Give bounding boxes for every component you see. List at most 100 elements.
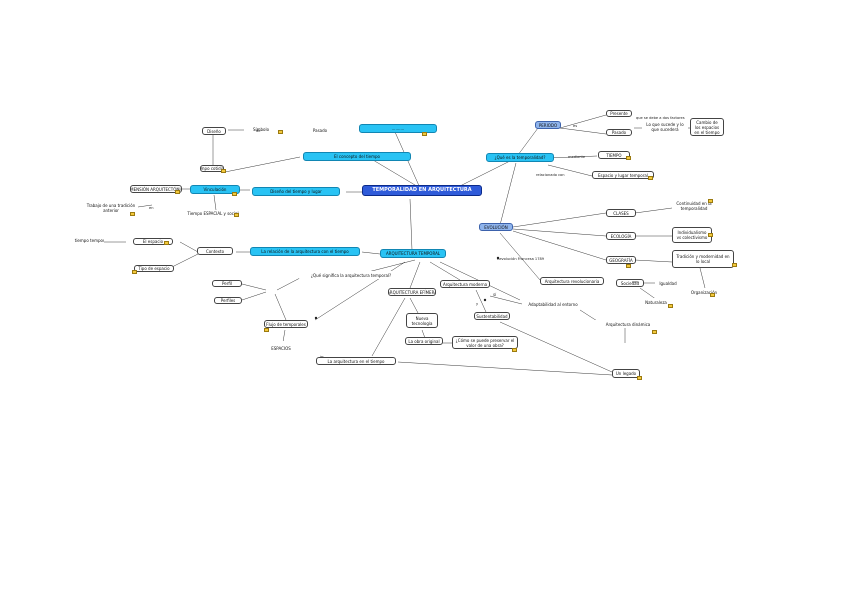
node-dimension[interactable]: DIMENSIÓN ARQUITECTÓNICA [130, 185, 182, 193]
edge [372, 159, 421, 189]
node-perfiles[interactable]: Perfiles [214, 297, 242, 304]
edge [459, 159, 513, 187]
node-sustentabilidad[interactable]: Sustentabilidad [474, 312, 510, 320]
node-trabajo[interactable]: Trabajo de una tradición anterior [84, 202, 138, 214]
node-clases[interactable]: CLASES [606, 209, 636, 217]
node-cambio[interactable]: Cambio de los espacios en el tiempo [690, 118, 724, 136]
node-arq-temporal[interactable]: ARQUITECTURA TEMPORAL [380, 249, 446, 258]
edge [179, 241, 199, 253]
edge-junction [496, 256, 500, 260]
resource-icon[interactable] [130, 212, 135, 216]
node-que-significa[interactable]: ¿Qué significa la arquitectura temporal? [298, 271, 404, 279]
node-organizacion[interactable]: Organización [688, 288, 720, 296]
node-pasado[interactable]: Pasado [290, 126, 350, 134]
resource-icon[interactable] [175, 190, 180, 194]
node-por-que[interactable]: Lo que sucede y lo que sucederá [642, 120, 688, 134]
node-diseño[interactable]: Diseño [202, 127, 226, 135]
node-relacion[interactable]: La relación de la arquitectura con el ti… [250, 247, 360, 256]
central-concept-node[interactable]: TEMPORALIDAD EN ARQUITECTURA [362, 185, 482, 196]
node-flujo[interactable]: Flujo de temporales [264, 320, 308, 328]
node-presente[interactable]: Presente [606, 110, 632, 117]
node-nueva-tecnologia[interactable]: Nueva tecnología [406, 313, 438, 328]
edge-junction [483, 298, 487, 302]
link-label: en [149, 206, 154, 210]
edge [421, 329, 426, 339]
resource-icon[interactable] [648, 176, 653, 180]
node-espacios[interactable]: ESPACIOS [258, 341, 304, 355]
node-la-obra[interactable]: La obra original [405, 337, 443, 345]
resource-icon[interactable] [708, 233, 713, 237]
resource-icon[interactable] [626, 156, 631, 160]
edge [409, 261, 421, 289]
node-adaptabilidad[interactable]: Adaptabilidad al entorno [522, 300, 584, 308]
node-como-se[interactable]: ¿Cómo se puede preservar el valor de una… [452, 336, 518, 349]
node-sociedad[interactable]: Sociedad [616, 279, 644, 287]
node-continuidad[interactable]: Continuidad en la temporalidad [672, 196, 716, 216]
node-el-espacio[interactable]: El espacio [133, 238, 173, 245]
edge [397, 361, 613, 376]
resource-icon[interactable] [234, 213, 239, 217]
link-label: es [573, 124, 578, 128]
edge [276, 277, 301, 291]
node-un-legado[interactable]: Un legado [612, 369, 640, 378]
node-perfil[interactable]: Perfil [212, 280, 242, 287]
node-ecologia[interactable]: ECOLOGÍA [606, 232, 636, 240]
edge [409, 297, 419, 314]
node-arq-dinamica[interactable]: Arquitectura dinámica [592, 320, 664, 328]
edge [224, 156, 301, 173]
node-que-es[interactable]: ¿Qué es la temporalidad? [486, 153, 554, 162]
node-naturaleza[interactable]: Naturaleza [642, 298, 670, 306]
edge [547, 155, 598, 159]
resource-icon[interactable] [710, 293, 715, 297]
node-arq-efimera[interactable]: ARQUITECTURA EFÍMERA [388, 288, 436, 296]
resource-icon[interactable] [652, 330, 657, 334]
edge [512, 230, 607, 261]
node-tiempo-lugar[interactable]: Diseño del tiempo y lugar [252, 187, 340, 196]
node-el-concepto[interactable]: El concepto del tiempo [303, 152, 411, 161]
node-tiempo-social[interactable]: Tiempo ESPACIAL y social [184, 210, 242, 217]
node-tiempo-box[interactable]: TIEMPO [598, 151, 630, 159]
node-evolucion[interactable]: EVOLUCIÓN [479, 223, 513, 231]
resource-icon[interactable] [164, 241, 169, 245]
node-la-arq-en-el-tiempo[interactable]: La arquitectura en el tiempo [316, 357, 396, 365]
resource-icon[interactable] [732, 263, 737, 267]
node-pasado-r[interactable]: Pasado [606, 129, 632, 136]
resource-icon[interactable] [132, 270, 137, 274]
resource-icon[interactable] [512, 348, 517, 352]
resource-icon[interactable] [264, 328, 269, 332]
node-arq-revolucionaria[interactable]: Arquitectura revolucionaria [540, 277, 604, 285]
edge [429, 261, 461, 281]
node-temporal[interactable]: El tiempo temporal [74, 237, 104, 244]
resource-icon[interactable] [232, 192, 237, 196]
edge [499, 321, 613, 373]
node-tiempo-cotidiano[interactable]: Tiempo cotidiano [200, 165, 224, 172]
resource-icon[interactable] [708, 199, 713, 203]
node-simbolo[interactable]: Símbolo [246, 126, 276, 133]
link-label: Revolución Francesa 1789 [497, 257, 545, 261]
link-label: relacionado con [536, 173, 565, 177]
node-individualismo[interactable]: Individualismo vs colectivismo [672, 227, 712, 243]
edge [371, 297, 406, 357]
node-geografia[interactable]: GEOGRAFÍA [606, 256, 636, 264]
resource-icon[interactable] [626, 264, 631, 268]
node-periodo[interactable]: PERIODO [535, 121, 561, 129]
edge [512, 228, 607, 237]
link-label: mediante [568, 155, 586, 159]
edge [409, 198, 413, 251]
node-unsafe[interactable]: .......... [359, 124, 437, 133]
resource-icon[interactable] [422, 132, 427, 136]
link-label: SÍ [493, 293, 497, 297]
node-tipo-espacio[interactable]: Tipo de espacio [134, 265, 174, 272]
resource-icon[interactable] [637, 376, 642, 380]
node-espacio-lugar[interactable]: Espacio y lugar temporal [592, 171, 654, 179]
node-contexto[interactable]: Contexto [197, 247, 233, 255]
node-arq-moderna[interactable]: Arquitectura moderna [440, 280, 490, 288]
resource-icon[interactable] [221, 169, 226, 173]
node-igualdad[interactable]: Igualdad [655, 279, 681, 287]
edge [499, 232, 541, 281]
node-vinculacion[interactable]: Vinculación [190, 185, 240, 194]
resource-icon[interactable] [668, 304, 673, 308]
resource-icon[interactable] [278, 130, 283, 134]
node-tradicion[interactable]: Tradición y modernidad en lo local [672, 250, 734, 268]
edge [241, 291, 267, 301]
